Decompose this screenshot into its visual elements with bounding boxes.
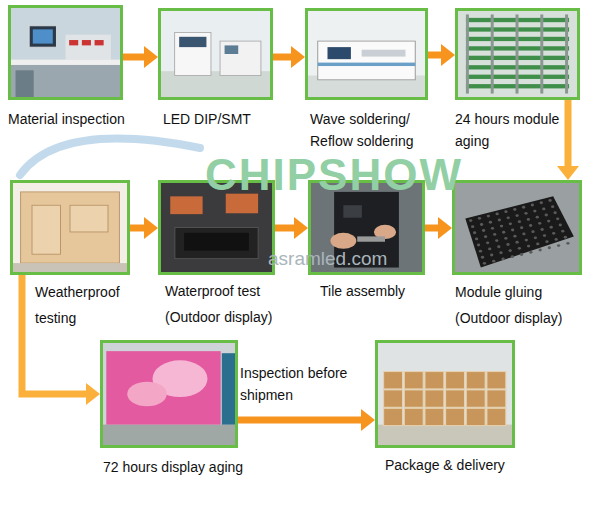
step-caption: Wave soldering/ Reflow soldering — [310, 108, 435, 152]
arrow-shaft — [238, 417, 362, 424]
flow-arrow — [123, 46, 158, 68]
process-photo-box: 24 hours module aging — [455, 8, 580, 100]
step-caption: LED DIP/SMT — [163, 108, 278, 130]
caption-block: Wave soldering/ Reflow soldering — [310, 108, 435, 152]
step-caption: Module gluing (Outdoor display) — [455, 279, 580, 331]
photo-illustration — [11, 8, 120, 97]
swoosh-line — [20, 139, 200, 175]
photo-illustration — [378, 343, 512, 445]
photo-illustration — [458, 11, 577, 97]
arrow-shaft — [565, 100, 572, 167]
web-watermark: asramled.com — [268, 249, 387, 268]
arrow-shaft — [275, 225, 295, 232]
flow-arrow — [428, 44, 455, 66]
brand-watermark: CHIPSHOW — [205, 153, 463, 197]
arrow-head — [294, 217, 308, 239]
process-photo-box: Material inspection — [8, 5, 123, 100]
arrow-shaft — [428, 52, 442, 59]
step-caption: 24 hours module aging — [455, 108, 580, 152]
caption-block: 24 hours module aging — [455, 108, 580, 152]
photo-illustration — [13, 183, 127, 272]
flow-arrow — [130, 217, 158, 239]
caption-block: Tile assembly — [320, 280, 430, 302]
flow-arrow — [425, 217, 452, 239]
step-caption: Weatherproof testing — [35, 279, 135, 331]
photo-illustration — [455, 183, 579, 272]
photo-illustration — [103, 343, 235, 445]
step-caption: Material inspection — [8, 108, 133, 130]
flow-arrow — [275, 217, 308, 239]
arrow-head — [438, 217, 452, 239]
process-photo-box: Weatherproof testing — [10, 180, 130, 275]
flow-arrow — [557, 100, 579, 180]
step-caption: Package & delivery — [385, 454, 535, 476]
arrow-shaft — [273, 54, 292, 61]
process-photo-box: Module gluing (Outdoor display) — [452, 180, 582, 275]
arrow-shaft — [123, 54, 145, 61]
arrow-head — [361, 409, 375, 431]
arrow-shaft — [425, 225, 439, 232]
process-photo-box: Wave soldering/ Reflow soldering — [305, 8, 428, 100]
caption-block: Module gluing (Outdoor display) — [455, 279, 580, 331]
caption-block: Weatherproof testing — [35, 279, 135, 331]
process-photo-box: Package & delivery — [375, 340, 515, 448]
photo-illustration — [308, 11, 425, 97]
arrow-head — [291, 46, 305, 68]
caption-block: Package & delivery — [385, 454, 535, 476]
photo-illustration — [161, 11, 270, 97]
arrow-head — [144, 46, 158, 68]
arrow-head — [86, 383, 100, 405]
caption-block: Waterproof test (Outdoor display) — [165, 278, 290, 330]
step-caption: Tile assembly — [320, 280, 430, 302]
caption-block: LED DIP/SMT — [163, 108, 278, 130]
flow-arrow — [273, 46, 305, 68]
arrow-shaft — [130, 225, 145, 232]
process-photo-box: 72 hours display aging — [100, 340, 238, 448]
arrow-head — [144, 217, 158, 239]
step-caption: 72 hours display aging — [103, 456, 263, 478]
arrow-head — [441, 44, 455, 66]
arrow-label: Inspection before shipmen — [240, 362, 365, 406]
step-caption: Waterproof test (Outdoor display) — [165, 278, 290, 330]
process-photo-box: LED DIP/SMT — [158, 8, 273, 100]
arrow-head — [557, 166, 579, 180]
caption-block: 72 hours display aging — [103, 456, 263, 478]
flow-arrow — [238, 409, 375, 431]
caption-block: Material inspection — [8, 108, 133, 130]
